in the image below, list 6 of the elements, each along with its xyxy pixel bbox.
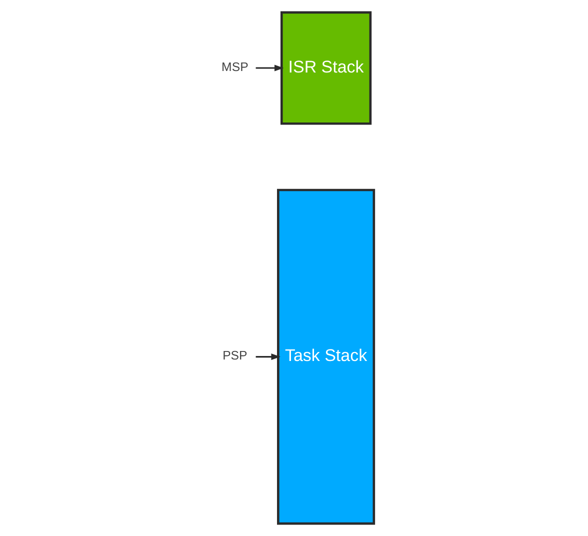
arrow (256, 64, 284, 72)
arrow (256, 354, 280, 360)
node-box: Task Stack (277, 188, 376, 525)
node-box: ISR Stack (280, 11, 372, 125)
node-text: MSP (222, 60, 248, 74)
node-text: PSP (222, 348, 248, 363)
